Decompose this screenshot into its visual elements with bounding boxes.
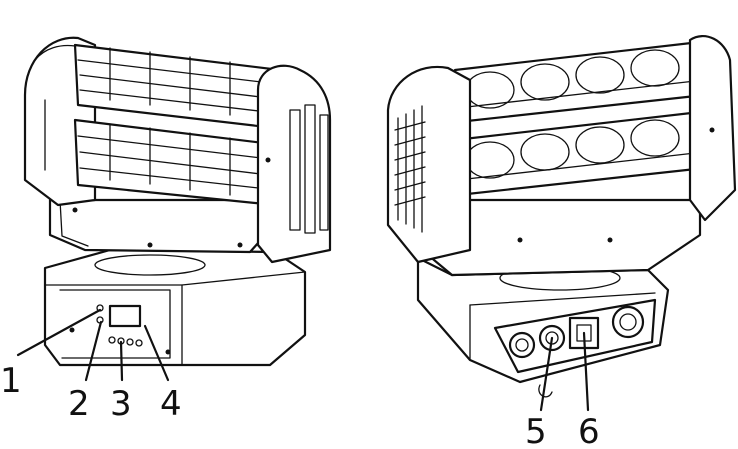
callout-5: 5 (525, 412, 547, 449)
rear-right-arm (688, 34, 737, 222)
leader-5 (539, 336, 554, 412)
leader-2 (84, 320, 103, 382)
leader-4 (143, 324, 170, 382)
rear-view-fixture (386, 34, 737, 398)
front-base (43, 248, 307, 367)
front-yoke (48, 198, 270, 254)
callout-3: 3 (110, 384, 132, 424)
leader-1 (16, 308, 102, 357)
front-view-fixture (23, 36, 332, 367)
leader-6 (582, 331, 590, 412)
front-light-bar-upper (73, 43, 282, 130)
callout-labels: 1 2 3 4 5 6 (0, 361, 600, 449)
rear-connector-dmx-in (508, 331, 536, 359)
front-light-bar-lower (73, 118, 282, 207)
rear-vent-grille (394, 105, 426, 233)
callout-1: 1 (0, 361, 22, 401)
callout-leaders (16, 308, 590, 412)
rear-light-bar-upper (453, 40, 707, 124)
callout-2: 2 (68, 384, 90, 424)
rear-fuse (611, 305, 645, 339)
rear-left-arm (386, 65, 472, 264)
rear-light-bar-lower (453, 110, 707, 197)
leader-3 (119, 340, 124, 382)
front-display (108, 304, 142, 328)
front-right-arm (256, 64, 332, 264)
callout-4: 4 (160, 384, 182, 424)
callout-6: 6 (578, 412, 600, 449)
rear-base (416, 256, 670, 398)
